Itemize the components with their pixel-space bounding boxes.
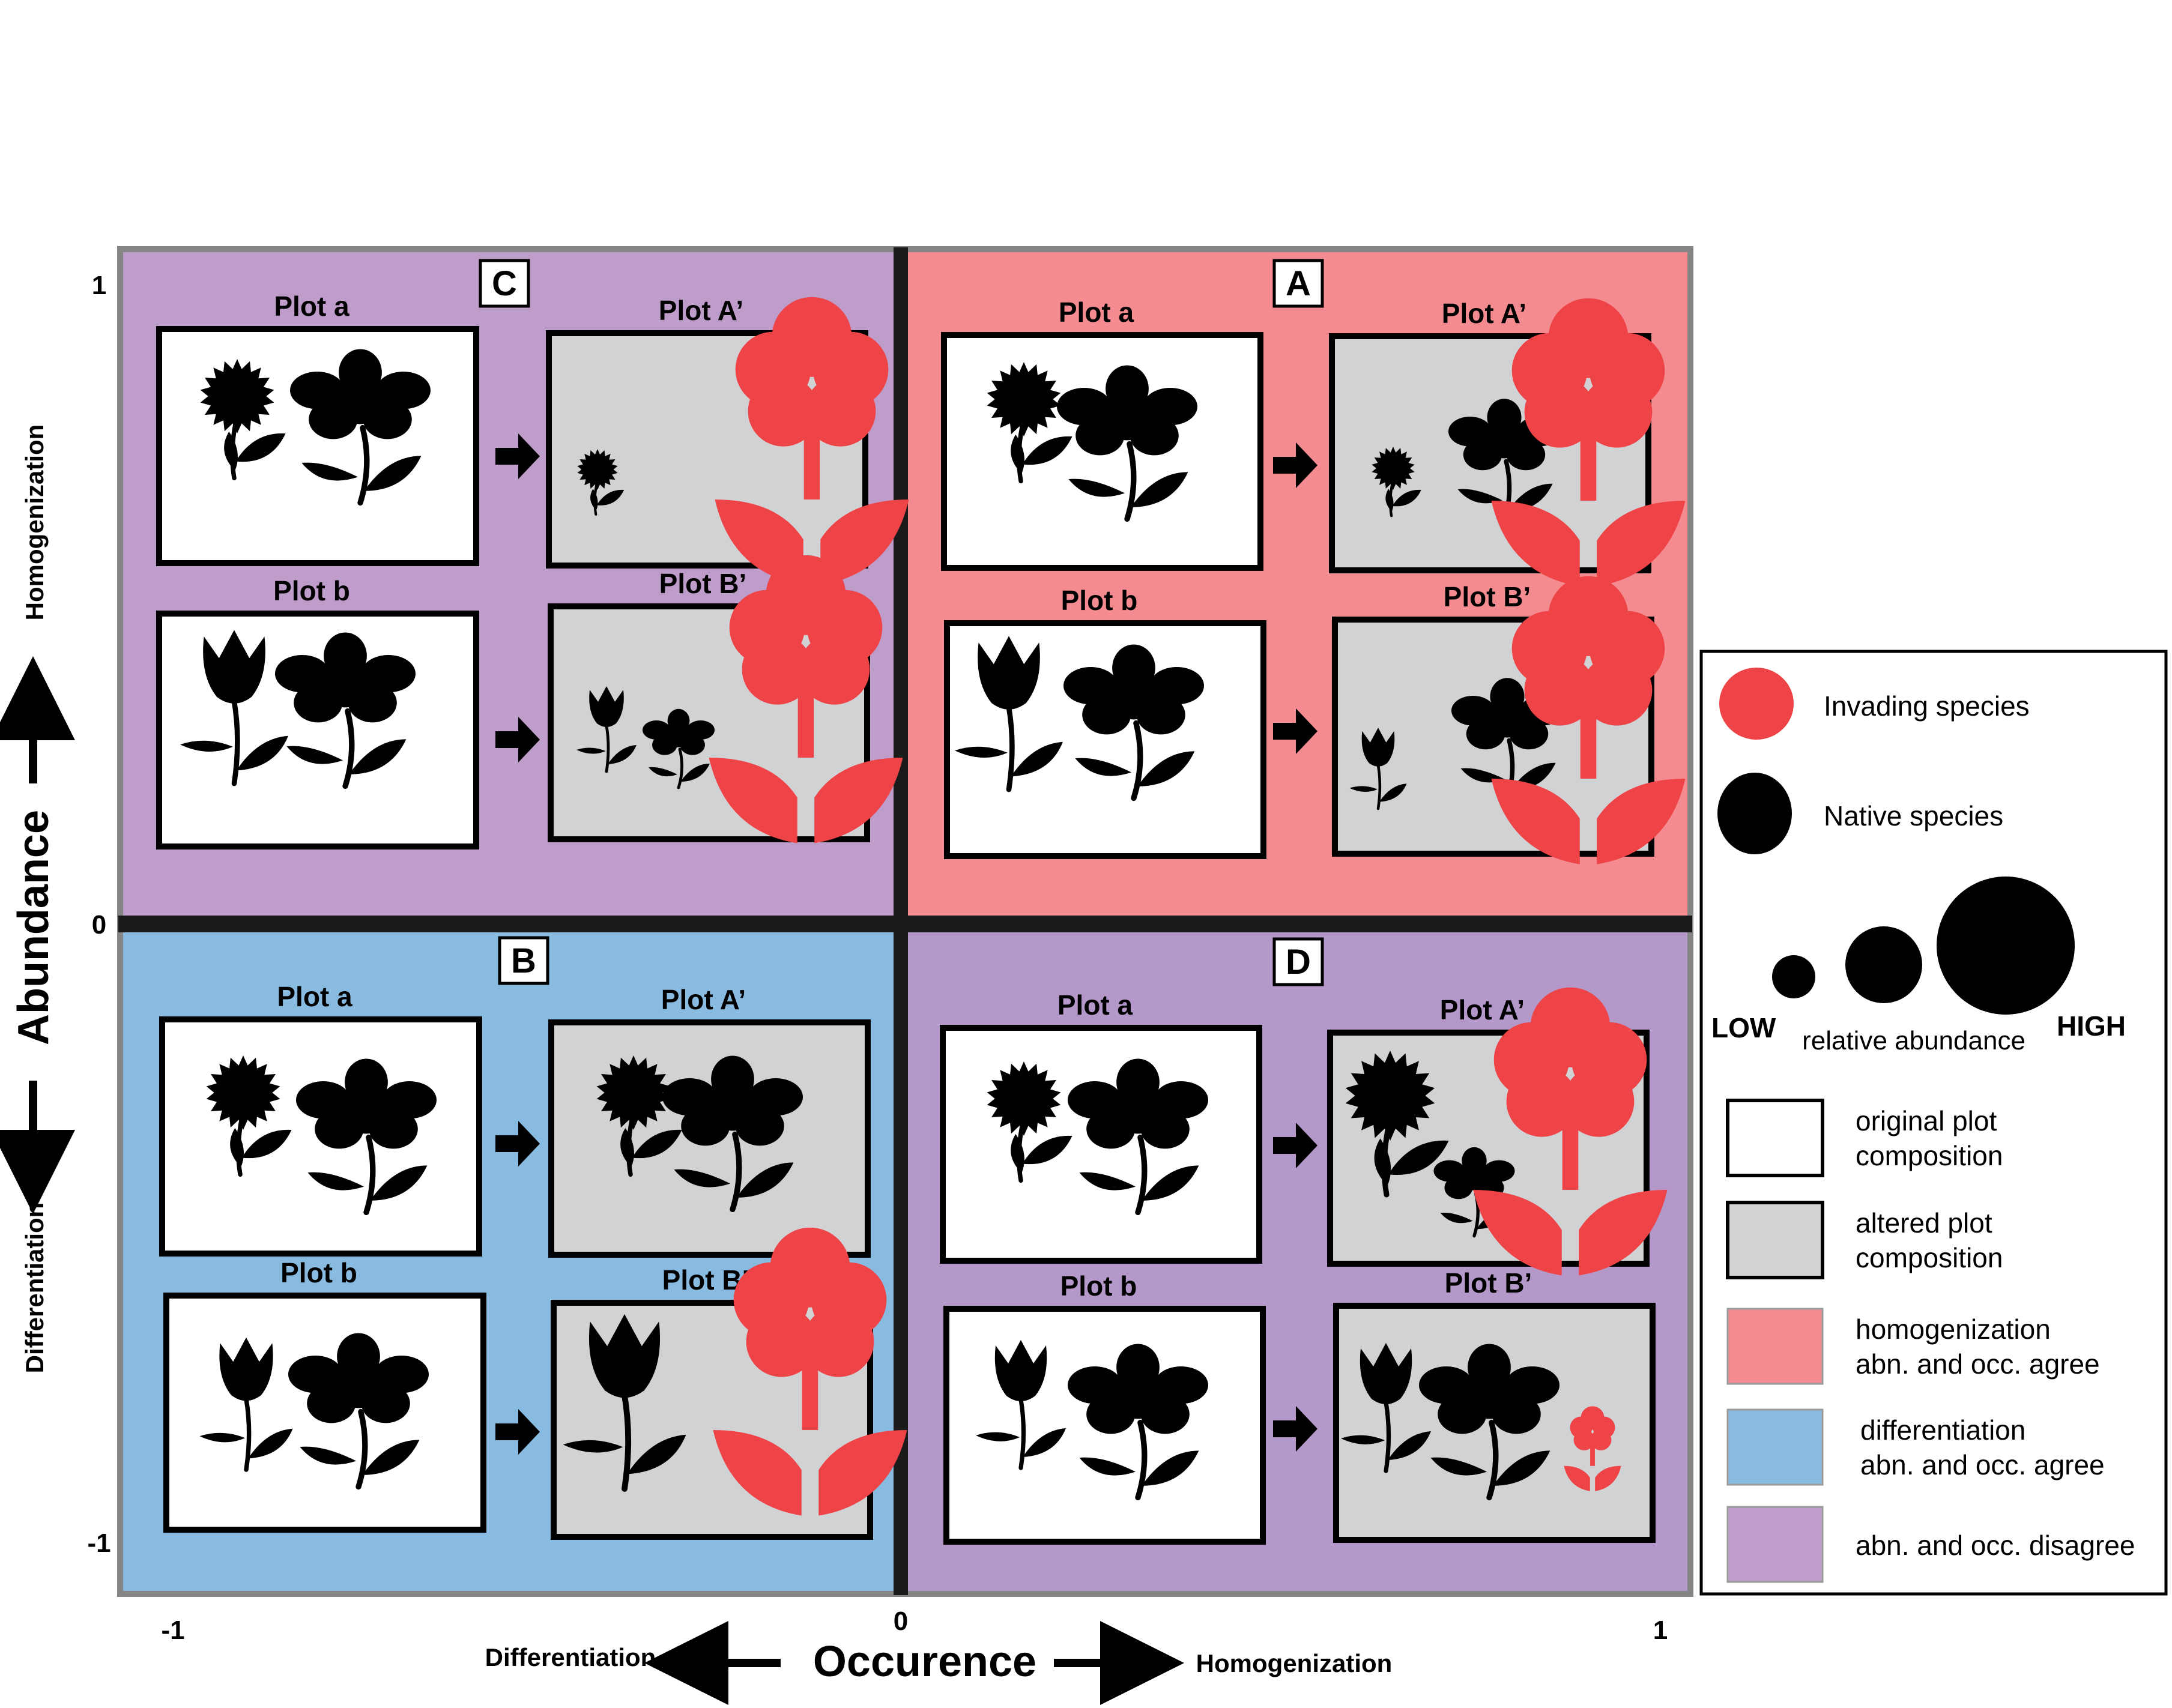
native-species-swatch (1717, 773, 1792, 854)
x-tick-middle: 0 (894, 1607, 908, 1636)
y-tick-middle: 0 (92, 910, 106, 940)
plot-label: Plot a (1059, 297, 1134, 328)
legend-swatch-label: abn. and occ. agree (1856, 1348, 2100, 1380)
transition-arrow-icon (495, 433, 540, 479)
transition-arrow-icon (495, 1409, 540, 1455)
legend-swatch (1726, 1408, 1824, 1486)
invading-species-label: Invading species (1824, 690, 2030, 722)
y-tick-top: 1 (92, 271, 106, 300)
quadrant-badge (498, 936, 549, 985)
transition-arrow-icon (495, 1121, 540, 1166)
plot-label: Plot a (274, 291, 349, 322)
plot-label: Plot A’ (1440, 994, 1525, 1025)
plot-label: Plot B’ (1445, 1267, 1532, 1299)
native-species-label: Native species (1824, 800, 2003, 831)
abundance-high-dot (1937, 877, 2075, 1015)
quadrant-badge-label: C (492, 264, 517, 303)
legend-swatch (1726, 1099, 1824, 1177)
x-axis-label: Occurence (813, 1638, 1036, 1686)
legend-swatch-label: abn. and occ. agree (1860, 1449, 2105, 1480)
horizontal-zero-line (118, 916, 1692, 932)
plot-label: Plot b (280, 1257, 357, 1288)
quadrant-badge-label: A (1286, 264, 1311, 303)
legend-swatch (1726, 1201, 1824, 1279)
plot-label: Plot B’ (659, 568, 747, 599)
x-axis-right-label: Homogenization (1196, 1649, 1393, 1677)
y-axis-label: Abundance (10, 810, 58, 1045)
plot-label: Plot A’ (661, 984, 746, 1015)
legend-swatch-label: composition (1856, 1140, 2003, 1171)
axes-grid (117, 246, 1693, 1597)
invading-species-swatch (1719, 668, 1794, 740)
transition-arrow-icon (495, 717, 540, 762)
x-tick-right: 1 (1653, 1616, 1668, 1645)
quadrant-badge (1272, 259, 1324, 308)
plot-label: Plot A’ (659, 295, 743, 326)
transition-arrow-icon (1273, 1123, 1317, 1168)
transition-arrow-icon (1273, 1406, 1317, 1452)
quadrant-badge (1272, 937, 1324, 986)
legend-swatch-label: abn. and occ. disagree (1856, 1530, 2135, 1561)
abundance-mid-dot (1845, 926, 1922, 1003)
legend-swatch-label: altered plot (1856, 1207, 1992, 1239)
abundance-low-dot (1772, 955, 1815, 998)
x-tick-left: -1 (161, 1616, 184, 1645)
plot-label: Plot a (1057, 989, 1133, 1021)
quadrant-badge-label: B (511, 941, 536, 980)
legend-swatch-label: differentiation (1860, 1414, 2025, 1446)
plot-box (156, 326, 479, 566)
plot-label: Plot B’ (1444, 581, 1531, 612)
quadrant-c-content: C Plot a Plot A’ Plot b Plot B’ (156, 259, 909, 849)
legend-swatch-label: homogenization (1856, 1314, 2051, 1345)
plot-box (944, 620, 1266, 859)
legend-swatch-label: composition (1856, 1242, 2003, 1273)
quadrant-badge (479, 259, 530, 308)
abundance-low-label: LOW (1711, 1012, 1776, 1043)
abundance-high-label: HIGH (2057, 1010, 2126, 1042)
quadrant-content: C Plot a Plot A’ Plot b Plot B’ A Plot a Plot A… (156, 259, 1686, 1545)
quadrant-badge-label: D (1286, 943, 1311, 982)
legend-swatch (1726, 1506, 1824, 1583)
plot-label: Plot A’ (1442, 298, 1526, 329)
legend-swatch-label: original plot (1856, 1105, 1997, 1136)
legend-swatch (1726, 1308, 1824, 1385)
y-axis-top-label: Homogenization (20, 424, 49, 621)
y-axis-bottom-label: Differentiation (20, 1203, 49, 1374)
plot-label: Plot b (273, 575, 350, 606)
plot-label: Plot b (1060, 1270, 1137, 1302)
legend: Invading species Native species LOW rela… (1699, 650, 2168, 1596)
abundance-caption: relative abundance (1802, 1026, 2025, 1055)
quadrant-a-content: A Plot a Plot A’ Plot b Plot B’ (941, 259, 1686, 865)
transition-arrow-icon (1273, 708, 1317, 754)
plot-label: Plot a (277, 981, 352, 1012)
quadrant-d-content: D Plot a Plot A’ Plot b Plot B’ (940, 937, 1668, 1545)
plot-label: Plot b (1061, 585, 1138, 616)
transition-arrow-icon (1273, 442, 1317, 488)
y-tick-bottom: -1 (87, 1528, 110, 1558)
x-axis-left-label: Differentiation (485, 1643, 656, 1671)
